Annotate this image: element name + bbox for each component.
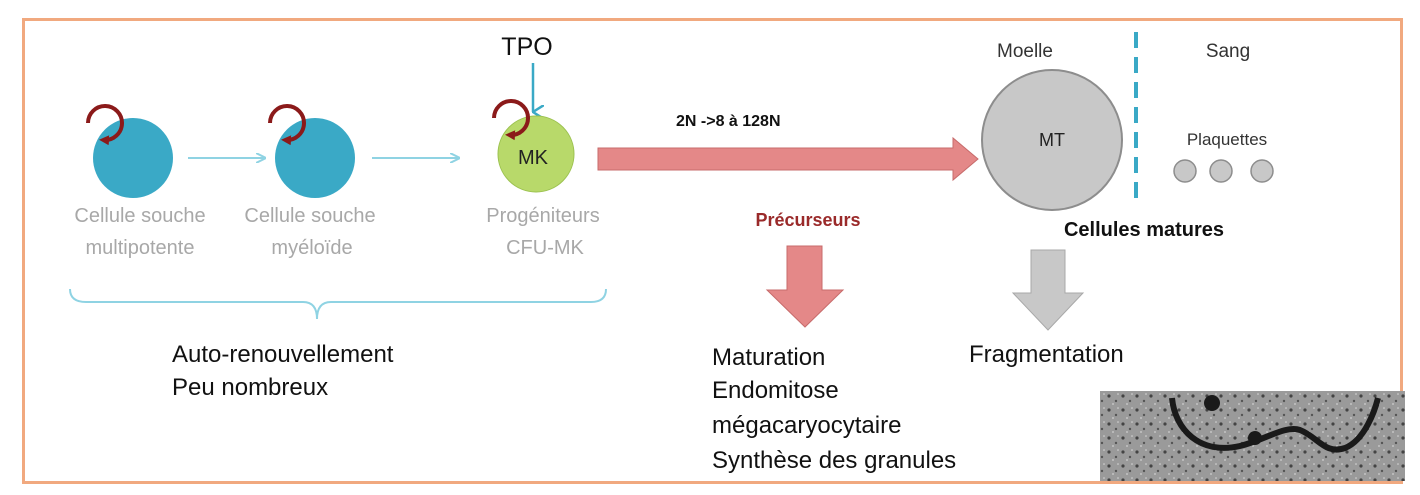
stage-2-line-1: Cellule souche xyxy=(244,205,375,227)
stem-cell-myeloid xyxy=(275,118,355,198)
stage-3-line-1: Progéniteurs xyxy=(486,205,599,227)
stage-1-line-2: multipotente xyxy=(86,237,195,259)
platelets-label: Plaquettes xyxy=(1187,130,1267,149)
tpo-label: TPO xyxy=(501,33,552,61)
stage-3-line-2: CFU-MK xyxy=(506,237,584,259)
self-renewal-cycle-icon xyxy=(86,104,124,146)
mature-megakaryocyte xyxy=(981,69,1123,211)
stage-1-line-1: Cellule souche xyxy=(74,205,205,227)
bracket-note-2: Peu nombreux xyxy=(172,374,328,401)
maturation-note-3: mégacaryocytaire xyxy=(712,412,901,439)
mature-cell-label: MT xyxy=(1039,130,1065,150)
maturation-note-4: Synthèse des granules xyxy=(712,447,956,474)
maturation-note-1: Maturation xyxy=(712,344,825,371)
maturation-note-2: Endomitose xyxy=(712,377,839,404)
fragmentation-label: Fragmentation xyxy=(969,341,1124,368)
ploidy-label: 2N ->8 à 128N xyxy=(676,113,781,130)
electron-micrograph-image xyxy=(1100,391,1405,481)
maturation-down-arrow xyxy=(765,245,845,328)
platelet-dots xyxy=(1173,159,1274,183)
stem-cell-multipotent xyxy=(93,118,173,198)
progenitor-cell-label: MK xyxy=(518,147,549,169)
bracket-note-1: Auto-renouvellement xyxy=(172,341,394,368)
self-renewal-bracket xyxy=(69,288,607,320)
platelet xyxy=(1209,159,1233,183)
blood-label: Sang xyxy=(1206,41,1250,62)
platelet xyxy=(1250,159,1274,183)
precursors-label: Précurseurs xyxy=(755,210,860,230)
stage-2-line-2: myéloïde xyxy=(271,237,352,259)
platelet xyxy=(1173,159,1197,183)
maturation-arrow xyxy=(597,136,979,182)
self-renewal-cycle-icon xyxy=(492,99,530,141)
fragmentation-down-arrow xyxy=(1011,249,1085,331)
mature-cells-label: Cellules matures xyxy=(1064,219,1224,241)
self-renewal-cycle-icon xyxy=(268,104,306,146)
marrow-label: Moelle xyxy=(997,41,1053,62)
